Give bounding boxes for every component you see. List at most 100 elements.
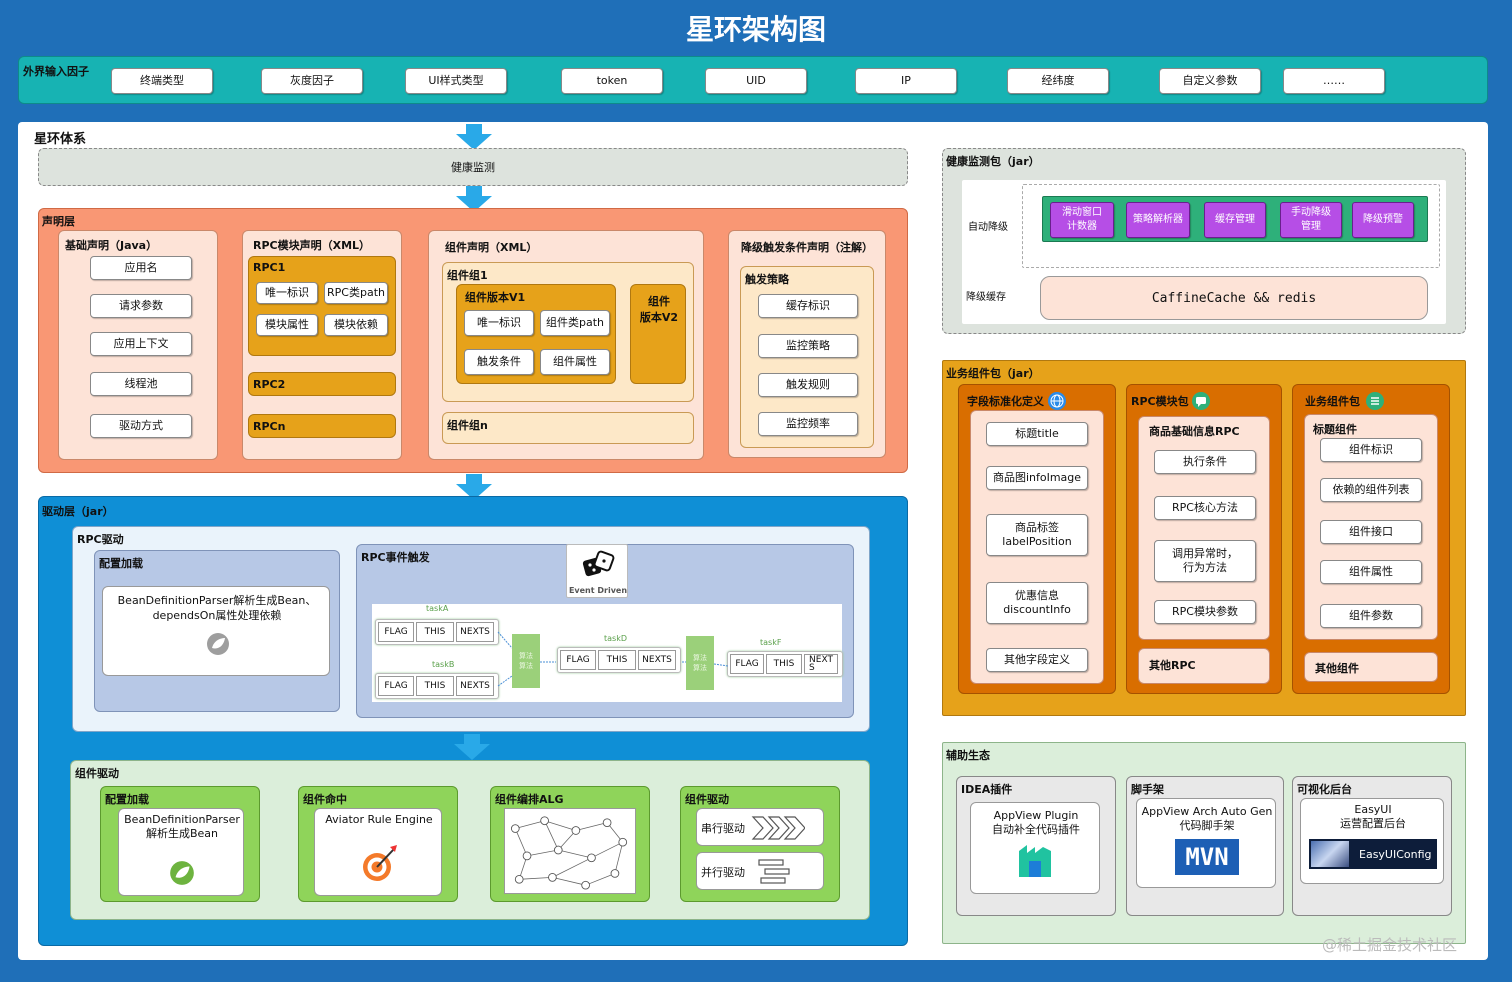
rpc1-group: RPC1 [248,256,396,356]
task-cell: THIS [416,676,454,696]
degrade-item: 监控策略 [758,334,858,358]
basic-declare-item: 驱动方式 [90,414,192,438]
task-label: taskF [760,638,782,647]
rpc1-item: 模块属性 [256,314,318,336]
input-factor-item: UID [705,68,807,94]
task-cell: NEXTS [456,622,494,642]
rpc-declare-title: RPC模块声明（XML） [253,239,371,252]
task-cell: THIS [416,622,454,642]
basic-declare-item: 请求参数 [90,294,192,318]
field-item: 商品标签 labelPosition [986,514,1088,556]
degrade-item: 触发规则 [758,373,858,397]
scaffold-card: AppView Arch Auto Gen 代码脚手架 MVN [1136,798,1276,888]
field-item: 优惠信息 discountInfo [986,582,1088,624]
task-cell: FLAG [378,676,414,696]
cache-store-label: CaffineCache && redis [1151,290,1317,306]
comp-v1-label: 组件版本V1 [465,291,526,304]
comp-v1-item: 组件属性 [540,349,610,375]
comp-hit-card: Aviator Rule Engine [314,808,442,896]
comp-v1-item: 触发条件 [464,349,534,375]
rpc-config-load-text: BeanDefinitionParser解析生成Bean、dependsOn属性… [117,594,317,622]
dice-icon [582,550,615,577]
event-driven-logo: Event Driven [566,544,628,598]
serial-drive: 串行驱动 [696,808,824,846]
task-cell: NEXT S [804,654,838,674]
health-item: 缓存管理 [1204,202,1266,238]
system-label: 星环体系 [34,132,87,147]
comp-v1-item: 组件类path [540,310,610,336]
rpcn-group: RPCn [248,414,396,438]
rpc1-label: RPC1 [253,261,286,274]
algorithm-block: 算法 算法 [512,634,540,688]
input-factor-item: IP [855,68,957,94]
comp-item: 组件参数 [1320,604,1422,628]
field-item: 其他字段定义 [986,648,1088,672]
comp-v1-item: 唯一标识 [464,310,534,336]
comp-groupn: 组件组n [442,412,694,444]
flow-arrow [497,631,513,649]
rpc2-group: RPC2 [248,372,396,396]
task-label: taskD [604,634,627,643]
comp-declare-title: 组件声明（XML） [445,241,538,254]
down-arrow-icon [454,734,490,760]
idea-plugin-title: IDEA插件 [961,783,1013,796]
degrade-cache-label: 降级缓存 [966,292,1006,303]
basic-declare-item: 线程池 [90,372,192,396]
aux-ecosystem-label: 辅助生态 [946,749,990,762]
idea-plugin-text: AppView Plugin 自动补全代码插件 [992,809,1080,836]
comp-item: 组件标识 [1320,438,1422,462]
task-cell: NEXTS [638,650,676,670]
trigger-strategy-label: 触发策略 [745,273,789,286]
task-cell: THIS [598,650,636,670]
easyui-badge-image [1311,841,1349,867]
basic-declare-title: 基础声明（Java） [65,239,158,252]
task-cell: FLAG [378,622,414,642]
rpc-item: RPC模块参数 [1154,600,1256,624]
auto-degrade-area [1022,184,1440,268]
comp-orchestration-label: 组件编排ALG [495,793,564,806]
page-title: 星环架构图 [685,13,826,46]
basic-declare-item: 应用名 [90,256,192,280]
other-comp-label: 其他组件 [1315,662,1359,675]
driver-layer-label: 驱动层（jar） [42,505,114,518]
degrade-declare-title: 降级触发条件声明（注解） [741,241,873,254]
parallel-drive: 并行驱动 [696,852,824,890]
health-item: 降级预警 [1352,202,1414,238]
flow-arrow [497,675,513,687]
rpc-item: 执行条件 [1154,450,1256,474]
mvn-logo: MVN [1175,839,1239,875]
algorithm-block: 算法 算法 [686,636,714,690]
down-arrow-icon [456,124,492,150]
rpc1-item: 模块依赖 [324,314,388,336]
scaffold-title: 脚手架 [1131,783,1164,796]
task-cell: THIS [766,654,802,674]
health-item: 滑动窗口 计数器 [1050,202,1114,238]
task-cell: FLAG [560,650,596,670]
event-driven-text: Event Driven [568,586,628,595]
field-item: 标题title [986,422,1088,446]
biz-package-label: 业务组件包（jar） [946,367,1040,380]
visual-admin-text: EasyUI 运营配置后台 [1340,803,1406,830]
comp-v2: 组件 版本V2 [630,284,686,384]
input-factor-item: 终端类型 [111,68,213,94]
rpc1-item: RPC类path [324,282,388,304]
parallel-bars-icon [758,859,790,884]
task-cell: NEXTS [456,676,494,696]
down-arrow-icon [456,474,492,500]
spring-logo-icon [170,861,194,885]
input-factor-item: …… [1283,68,1385,94]
field-std-title: 字段标准化定义 [967,395,1044,408]
comp-item: 依赖的组件列表 [1320,478,1422,502]
input-factor-item: 经纬度 [1007,68,1109,94]
comp-config-load-text: BeanDefinitionParser 解析生成Bean [124,813,240,840]
spring-logo-icon [207,633,229,655]
input-factor-item: 灰度因子 [261,68,363,94]
comp-config-load-card: BeanDefinitionParser 解析生成Bean [118,808,244,896]
rpc-config-load-label: 配置加载 [99,557,143,570]
comp-hit-text: Aviator Rule Engine [325,813,433,826]
parallel-drive-label: 并行驱动 [701,866,745,879]
rpcn-label: RPCn [253,420,286,433]
input-factor-item: 自定义参数 [1159,68,1261,94]
rpc-item: 调用异常时， 行为方法 [1154,540,1256,582]
watermark: @稀土掘金技术社区 [1322,936,1458,954]
